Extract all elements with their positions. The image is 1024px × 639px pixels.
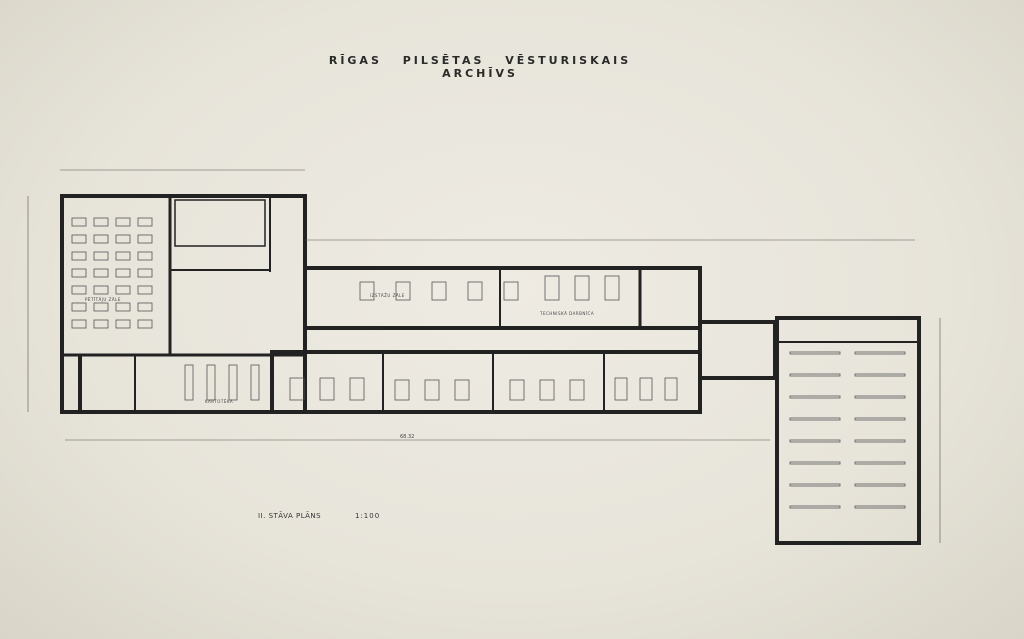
furniture-mark <box>854 395 906 399</box>
furniture-mark <box>854 505 906 509</box>
furniture-mark <box>789 417 841 421</box>
scale-label: 1:100 <box>355 512 381 520</box>
room-label-reading: PĒTĪTĀJU ZĀLE <box>85 297 121 302</box>
furniture-mark <box>137 217 153 227</box>
furniture-mark <box>137 319 153 329</box>
furniture-mark <box>93 234 109 244</box>
furniture-mark <box>71 251 87 261</box>
furniture-mark <box>137 234 153 244</box>
furniture-mark <box>250 364 260 401</box>
furniture-mark <box>115 319 131 329</box>
south-wing-outline <box>270 350 702 414</box>
furniture-mark <box>789 439 841 443</box>
furniture-mark <box>71 234 87 244</box>
furniture-mark <box>93 302 109 312</box>
furniture-mark <box>115 234 131 244</box>
furniture-mark <box>854 483 906 487</box>
furniture-mark <box>431 281 447 301</box>
furniture-mark <box>137 285 153 295</box>
furniture-mark <box>71 285 87 295</box>
stack-wing-outline <box>775 316 921 545</box>
furniture-mark <box>454 379 470 401</box>
furniture-mark <box>289 377 305 401</box>
furniture-mark <box>854 373 906 377</box>
walls <box>60 194 921 545</box>
furniture-mark <box>137 302 153 312</box>
furniture-mark <box>544 275 560 301</box>
furniture-mark <box>71 319 87 329</box>
north-wing-outline <box>303 266 702 330</box>
furniture-mark <box>503 281 519 301</box>
furniture-mark <box>789 505 841 509</box>
connector-outline <box>698 320 777 380</box>
overall-dimension: 68.32 <box>400 434 414 440</box>
furniture-mark <box>93 268 109 278</box>
furniture-mark <box>639 377 653 401</box>
furniture-mark <box>93 251 109 261</box>
furniture-mark <box>115 268 131 278</box>
left-wing-outline <box>60 194 307 414</box>
furniture-mark <box>71 302 87 312</box>
furniture-mark <box>115 285 131 295</box>
furniture-mark <box>359 281 375 301</box>
room-label-workshop: TECHNISKĀ DARBNĪCA <box>539 311 594 316</box>
furniture-mark <box>137 251 153 261</box>
furniture-mark <box>854 439 906 443</box>
furniture-mark <box>569 379 585 401</box>
furniture-mark <box>789 483 841 487</box>
furniture-mark <box>319 377 335 401</box>
furniture-mark <box>71 268 87 278</box>
furniture-mark <box>137 268 153 278</box>
furniture-mark <box>789 351 841 355</box>
furniture-mark <box>789 373 841 377</box>
furniture-mark <box>467 281 483 301</box>
dimension-lines <box>27 169 941 543</box>
furniture-mark <box>509 379 525 401</box>
furniture-mark <box>604 275 620 301</box>
furniture-mark <box>93 319 109 329</box>
furniture <box>71 217 906 509</box>
furniture-mark <box>424 379 440 401</box>
furniture-mark <box>93 217 109 227</box>
furniture-mark <box>115 251 131 261</box>
furniture-mark <box>539 379 555 401</box>
furniture-mark <box>854 461 906 465</box>
furniture-mark <box>664 377 678 401</box>
furniture-mark <box>614 377 628 401</box>
furniture-mark <box>115 302 131 312</box>
furniture-mark <box>394 379 410 401</box>
drawing-title: RĪGAS PILSĒTAS VĒSTURISKAIS ARCHĪVS <box>328 54 632 80</box>
furniture-mark <box>854 417 906 421</box>
furniture-mark <box>206 364 216 401</box>
furniture-mark <box>395 281 411 301</box>
furniture-mark <box>574 275 590 301</box>
room-label-exhibition: IZSTĀŽU ZĀLE <box>370 293 405 298</box>
furniture-mark <box>184 364 194 401</box>
furniture-mark <box>115 217 131 227</box>
stair-block <box>174 199 266 247</box>
furniture-mark <box>789 461 841 465</box>
furniture-mark <box>854 351 906 355</box>
plan-label: II. STĀVA PLĀNS <box>258 512 322 520</box>
furniture-mark <box>789 395 841 399</box>
furniture-mark <box>349 377 365 401</box>
furniture-mark <box>228 364 238 401</box>
furniture-mark <box>71 217 87 227</box>
furniture-mark <box>93 285 109 295</box>
room-label-card-index: KARTOTĒKA <box>205 399 233 404</box>
